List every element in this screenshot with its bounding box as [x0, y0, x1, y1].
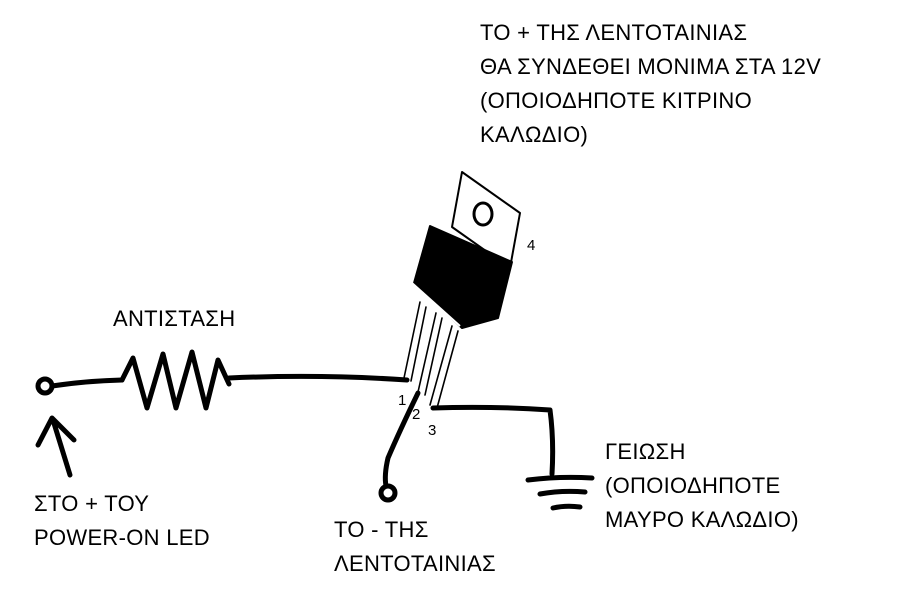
wire-pin3-to-ground — [430, 404, 556, 477]
mounting-hole-icon — [472, 201, 494, 227]
wire-led-to-resistor — [49, 377, 125, 389]
transistor-body — [413, 225, 513, 329]
resistor-symbol — [119, 349, 232, 411]
ground-label: ΓΕΙΩΣΗ (ΟΠΟΙΟΔΗΠΟΤΕ ΜΑΥΡΟ ΚΑΛΩΔΙΟ) — [605, 435, 799, 537]
power-led-line-1: ΣΤΟ + ΤΟΥ — [34, 491, 150, 516]
resistor-label: ΑΝΤΙΣΤΑΣΗ — [113, 306, 236, 331]
ground-line-3: ΜΑΥΡΟ ΚΑΛΩΔΙΟ) — [605, 507, 799, 532]
wire-pin2-to-strip-minus — [382, 390, 421, 489]
pin-2-label: 2 — [412, 406, 421, 423]
ground-line-1: ΓΕΙΩΣΗ — [605, 439, 686, 464]
transistor-legs — [403, 301, 459, 409]
pin-1-label: 1 — [398, 392, 407, 409]
ground-icon — [525, 474, 595, 511]
wire-resistor-to-pin1 — [226, 373, 410, 383]
strip-positive-note: ΤΟ + ΤΗΣ ΛΕΝΤΟΤΑΙΝΙΑΣ ΘΑ ΣΥΝΔΕΘΕΙ ΜΟΝΙΜΑ… — [480, 16, 821, 152]
strip-minus-line-2: ΛΕΝΤΟΤΑΙΝΙΑΣ — [334, 551, 496, 576]
note-line-2: ΘΑ ΣΥΝΔΕΘΕΙ ΜΟΝΙΜΑ ΣΤΑ 12V — [480, 54, 822, 79]
note-line-4: ΚΑΛΩΔΙΟ) — [480, 122, 589, 147]
strip-minus-line-1: ΤΟ - ΤΗΣ — [334, 517, 429, 542]
strip-minus-terminal-dot — [378, 483, 398, 503]
ground-line-2: (ΟΠΟΙΟΔΗΠΟΤΕ — [605, 473, 781, 498]
power-led-line-2: POWER-ON LED — [34, 525, 210, 550]
pointer-arrow-icon — [35, 415, 77, 478]
strip-minus-label: ΤΟ - ΤΗΣ ΛΕΝΤΟΤΑΙΝΙΑΣ — [334, 513, 496, 581]
pin-3-label: 3 — [428, 422, 437, 439]
note-line-1: ΤΟ + ΤΗΣ ΛΕΝΤΟΤΑΙΝΙΑΣ — [480, 20, 748, 45]
note-line-3: (ΟΠΟΙΟΔΗΠΟΤΕ ΚΙΤΡΙΝΟ — [480, 88, 753, 113]
pin-4-label: 4 — [527, 237, 536, 254]
power-led-label: ΣΤΟ + ΤΟΥ POWER-ON LED — [34, 487, 210, 555]
body-edge-highlight — [411, 282, 461, 327]
